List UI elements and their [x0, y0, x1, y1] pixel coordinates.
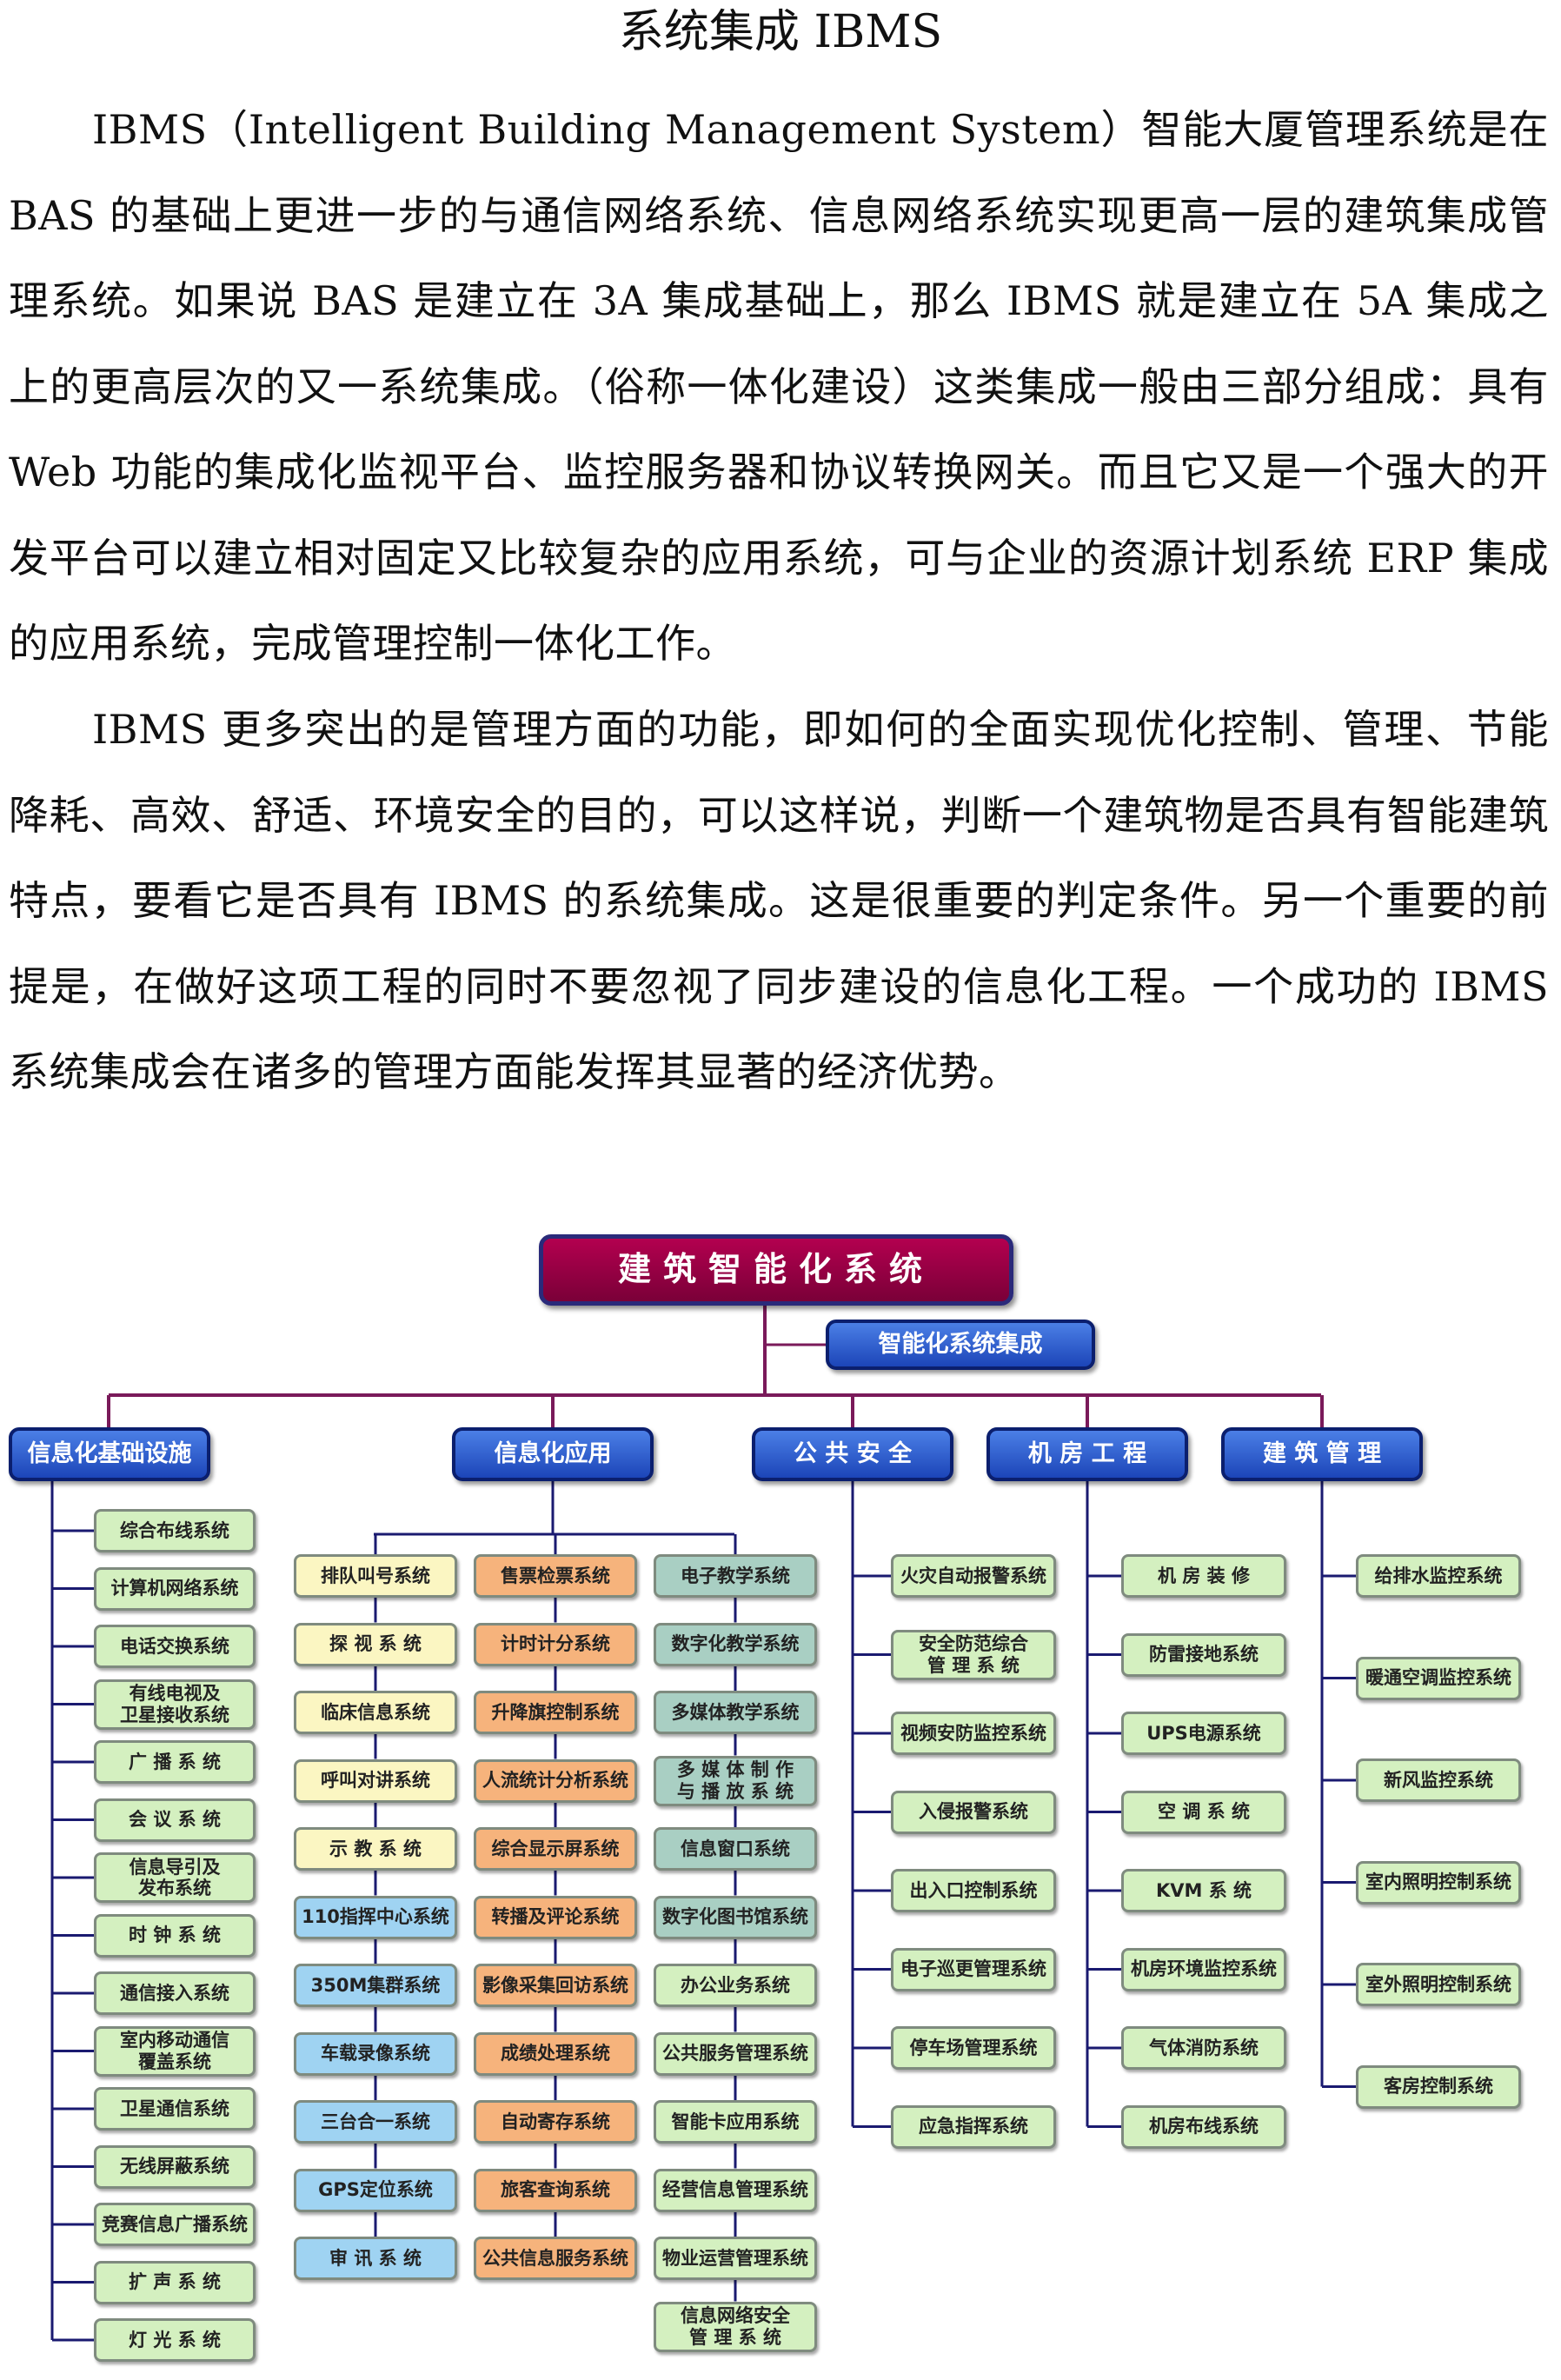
app-col2-item: 售票检票系统 — [474, 1554, 637, 1598]
app-col2-item: 升降旗控制系统 — [474, 1691, 637, 1734]
infra-item: 灯 光 系 统 — [94, 2318, 256, 2362]
app-col3-item: 信息窗口系统 — [654, 1827, 817, 1871]
security-item: 视频安防监控系统 — [891, 1712, 1056, 1755]
room-item: UPS电源系统 — [1121, 1712, 1286, 1755]
security-item: 停车场管理系统 — [891, 2026, 1056, 2070]
mgmt-item: 室内照明控制系统 — [1356, 1860, 1521, 1905]
paragraph-2-text: IBMS 更多突出的是管理方面的功能，即如何的全面实现优化控制、管理、节能降耗、… — [9, 706, 1549, 1095]
category-mgmt: 建 筑 管 理 — [1221, 1427, 1423, 1481]
security-item: 安全防范综合 管 理 系 统 — [891, 1629, 1056, 1680]
paragraph-1-text: IBMS（Intelligent Building Management Sys… — [9, 106, 1549, 667]
infra-item: 计算机网络系统 — [94, 1566, 256, 1611]
mgmt-item: 室外照明控制系统 — [1356, 1963, 1521, 2006]
category-infra: 信息化基础设施 — [9, 1427, 210, 1481]
app-col2-item: 自动寄存系统 — [474, 2100, 637, 2144]
security-item: 应急指挥系统 — [891, 2104, 1056, 2149]
app-col3-item: 数字化教学系统 — [654, 1622, 817, 1666]
infra-item: 电话交换系统 — [94, 1625, 256, 1668]
app-col2-item: 人流统计分析系统 — [474, 1758, 637, 1803]
app-col3-item: 数字化图书馆系统 — [654, 1895, 817, 1939]
app-col1-item: 车载录像系统 — [294, 2031, 457, 2076]
security-item: 电子巡更管理系统 — [891, 1947, 1056, 1991]
app-col3-item: 信息网络安全 管 理 系 统 — [654, 2301, 817, 2352]
app-col3-item: 多 媒 体 制 作 与 播 放 系 统 — [654, 1755, 817, 1806]
infra-item: 有线电视及 卫星接收系统 — [94, 1679, 256, 1730]
room-item: 机房环境监控系统 — [1121, 1947, 1286, 1991]
app-col3-item: 公共服务管理系统 — [654, 2031, 817, 2076]
paragraph-1: IBMS（Intelligent Building Management Sys… — [9, 87, 1549, 687]
app-col2-item: 影像采集回访系统 — [474, 1964, 637, 2007]
app-col1-item: 三台合一系统 — [294, 2100, 457, 2144]
app-col2-item: 综合显示屏系统 — [474, 1827, 637, 1871]
app-col2-item: 公共信息服务系统 — [474, 2237, 637, 2280]
app-col1-item: 临床信息系统 — [294, 1691, 457, 1734]
app-col3-item: 多媒体教学系统 — [654, 1691, 817, 1734]
infra-item: 竞赛信息广播系统 — [94, 2203, 256, 2246]
infra-item: 广 播 系 统 — [94, 1740, 256, 1784]
category-room: 机 房 工 程 — [986, 1427, 1188, 1481]
root-node: 建筑智能化系统 — [539, 1234, 1013, 1306]
infra-item: 综合布线系统 — [94, 1509, 256, 1552]
mgmt-item: 客房控制系统 — [1356, 2064, 1521, 2109]
app-col3-item: 物业运营管理系统 — [654, 2237, 817, 2280]
room-item: 防雷接地系统 — [1121, 1632, 1286, 1677]
document-title: 系统集成 IBMS — [618, 6, 943, 58]
room-item: 空 调 系 统 — [1121, 1790, 1286, 1834]
app-col1-item: 110指挥中心系统 — [294, 1895, 457, 1939]
room-item: 气体消防系统 — [1121, 2026, 1286, 2070]
app-col2-item: 转播及评论系统 — [474, 1895, 637, 1939]
security-item: 出入口控制系统 — [891, 1869, 1056, 1912]
infra-item: 无线屏蔽系统 — [94, 2144, 256, 2189]
app-col1-item: 探 视 系 统 — [294, 1622, 457, 1666]
infra-item: 信息导引及 发布系统 — [94, 1852, 256, 1903]
mgmt-item: 新风监控系统 — [1356, 1758, 1521, 1802]
infra-item: 时 钟 系 统 — [94, 1913, 256, 1958]
category-security: 公 共 安 全 — [752, 1427, 953, 1481]
security-item: 火灾自动报警系统 — [891, 1554, 1056, 1598]
app-col1-item: 排队叫号系统 — [294, 1554, 457, 1598]
infra-item: 会 议 系 统 — [94, 1798, 256, 1842]
room-item: 机 房 装 修 — [1121, 1554, 1286, 1598]
security-item: 入侵报警系统 — [891, 1790, 1056, 1834]
infra-item: 扩 声 系 统 — [94, 2260, 256, 2304]
app-col1-item: GPS定位系统 — [294, 2168, 457, 2212]
app-col1-item: 示 教 系 统 — [294, 1827, 457, 1871]
app-col2-item: 成绩处理系统 — [474, 2031, 637, 2076]
room-item: 机房布线系统 — [1121, 2104, 1286, 2149]
integration-node: 智能化系统集成 — [826, 1320, 1095, 1370]
infra-item: 室内移动通信 覆盖系统 — [94, 2025, 256, 2077]
app-col3-item: 智能卡应用系统 — [654, 2100, 817, 2144]
connector-lines — [50, 1306, 1356, 2342]
infra-item: 通信接入系统 — [94, 1971, 256, 2015]
category-app: 信息化应用 — [452, 1427, 654, 1481]
app-col1-item: 呼叫对讲系统 — [294, 1758, 457, 1803]
mgmt-item: 给排水监控系统 — [1356, 1554, 1521, 1598]
app-col3-item: 电子教学系统 — [654, 1554, 817, 1598]
paragraph-2: IBMS 更多突出的是管理方面的功能，即如何的全面实现优化控制、管理、节能降耗、… — [9, 687, 1549, 1115]
app-col3-item: 经营信息管理系统 — [654, 2168, 817, 2212]
app-col2-item: 计时计分系统 — [474, 1622, 637, 1666]
room-item: KVM 系 统 — [1121, 1869, 1286, 1912]
app-col1-item: 审 讯 系 统 — [294, 2237, 457, 2280]
org-chart-diagram: 建筑智能化系统智能化系统集成信息化基础设施 信息化应用 公 共 安 全机 房 工 程… — [0, 1200, 1561, 2380]
infra-item: 卫星通信系统 — [94, 2087, 256, 2131]
app-col3-item: 办公业务系统 — [654, 1964, 817, 2007]
mgmt-item: 暖通空调监控系统 — [1356, 1656, 1521, 1700]
app-col1-item: 350M集群系统 — [294, 1964, 457, 2007]
app-col2-item: 旅客查询系统 — [474, 2168, 637, 2212]
